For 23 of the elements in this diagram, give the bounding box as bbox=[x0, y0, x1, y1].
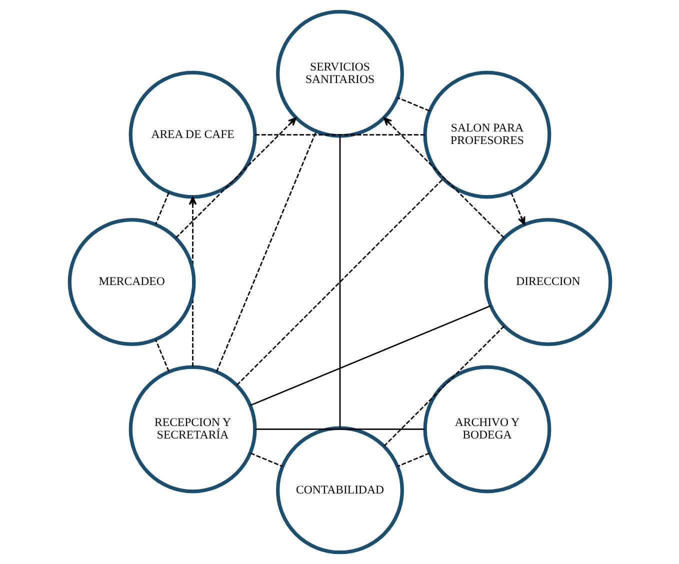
connector bbox=[383, 326, 504, 447]
node-circle: RECEPCION Y SECRETARÍA bbox=[128, 365, 256, 494]
node-circle: DIRECCION bbox=[484, 218, 612, 346]
arrow bbox=[382, 117, 504, 238]
connector bbox=[154, 339, 169, 372]
connector bbox=[338, 136, 340, 428]
connector bbox=[236, 178, 444, 386]
connector bbox=[250, 452, 282, 467]
connector bbox=[396, 97, 430, 112]
node-circle: MERCADEO bbox=[67, 218, 196, 346]
node-circle: CONTABILIDAD bbox=[276, 426, 404, 554]
connector bbox=[254, 428, 424, 430]
connector bbox=[154, 192, 169, 225]
connector bbox=[396, 452, 430, 467]
node-circle: SALON PARA PROFESORES bbox=[422, 70, 551, 199]
node-circle: AREA DE CAFE bbox=[128, 70, 256, 199]
connector bbox=[250, 305, 490, 406]
node-circle: ARCHIVO Y BODEGA bbox=[422, 365, 551, 494]
connector bbox=[215, 131, 316, 372]
arrow bbox=[510, 192, 525, 226]
node-circle: SERVICIOS SANITARIOS bbox=[276, 10, 404, 138]
arrow bbox=[174, 117, 296, 238]
connector bbox=[254, 134, 424, 136]
